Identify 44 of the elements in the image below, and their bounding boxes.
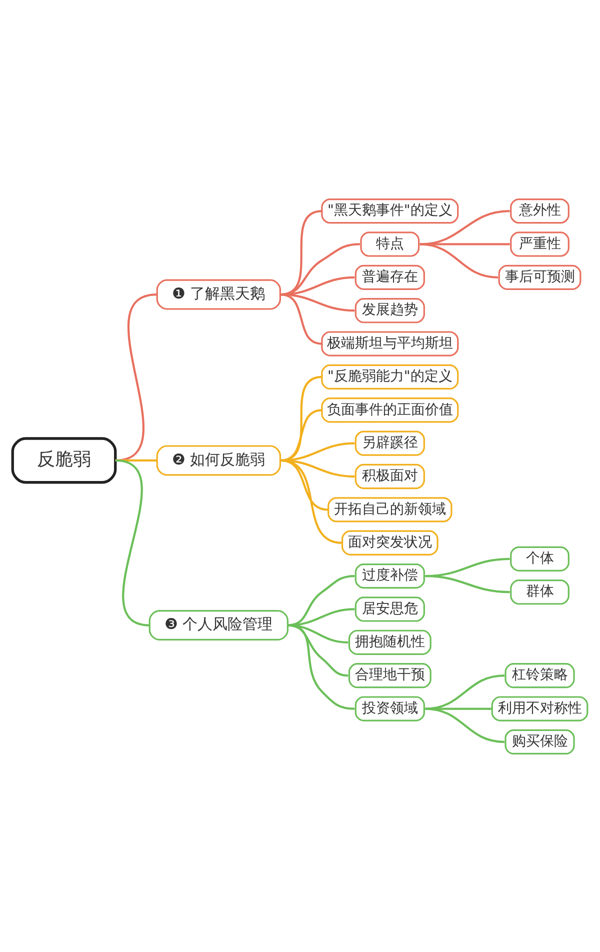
connector: [280, 292, 322, 344]
node-box: 拥抱随机性: [348, 629, 432, 654]
node-box: 合理地干预: [348, 662, 432, 688]
node-box: ❶ 了解黑天鹅: [156, 278, 281, 310]
node-box: 发展趋势: [354, 298, 425, 323]
node-box: 意外性: [510, 198, 570, 224]
node-box: 特点: [360, 231, 420, 256]
node-box: ❸ 个人风险管理: [148, 610, 288, 640]
node-box: 面对突发状况: [341, 530, 438, 555]
node-box: 过度补偿: [354, 562, 425, 588]
connector: [115, 458, 150, 626]
node-box: 事后可预测: [498, 264, 582, 290]
node-box: 居安思危: [354, 596, 425, 622]
node-box: 开拓自己的新领域: [328, 496, 452, 522]
connector: [288, 574, 355, 626]
connector: [280, 375, 322, 461]
node-box: 群体: [510, 579, 570, 604]
node-box: 严重性: [510, 231, 570, 256]
node-box: 个体: [510, 546, 570, 571]
node-box: 反脆弱: [11, 436, 117, 484]
node-box: 普遍存在: [354, 264, 425, 290]
node-box: 杠铃策略: [504, 662, 575, 688]
node-box: 极端斯坦与平均斯坦: [321, 330, 459, 356]
node-box: 购买保险: [504, 728, 575, 754]
node-box: 另辟蹊径: [354, 430, 425, 456]
node-box: "反脆弱能力"的定义: [321, 364, 459, 390]
node-box: 负面事件的正面价值: [321, 397, 459, 422]
node-box: 利用不对称性: [491, 696, 588, 721]
connector: [425, 674, 505, 710]
connector: [420, 242, 498, 278]
connector: [420, 209, 510, 245]
node-box: "黑天鹅事件"的定义: [321, 198, 459, 224]
connector: [425, 707, 505, 743]
connector: [280, 458, 342, 544]
node-box: 积极面对: [354, 463, 425, 489]
node-box: 投资领域: [354, 696, 425, 721]
connector: [425, 707, 492, 710]
connector: [280, 408, 322, 461]
connector: [288, 624, 355, 710]
connector: [425, 574, 510, 593]
node-box: ❷ 如何反脆弱: [156, 444, 281, 476]
connector: [288, 624, 348, 676]
connector: [420, 242, 510, 245]
connector: [288, 624, 348, 643]
